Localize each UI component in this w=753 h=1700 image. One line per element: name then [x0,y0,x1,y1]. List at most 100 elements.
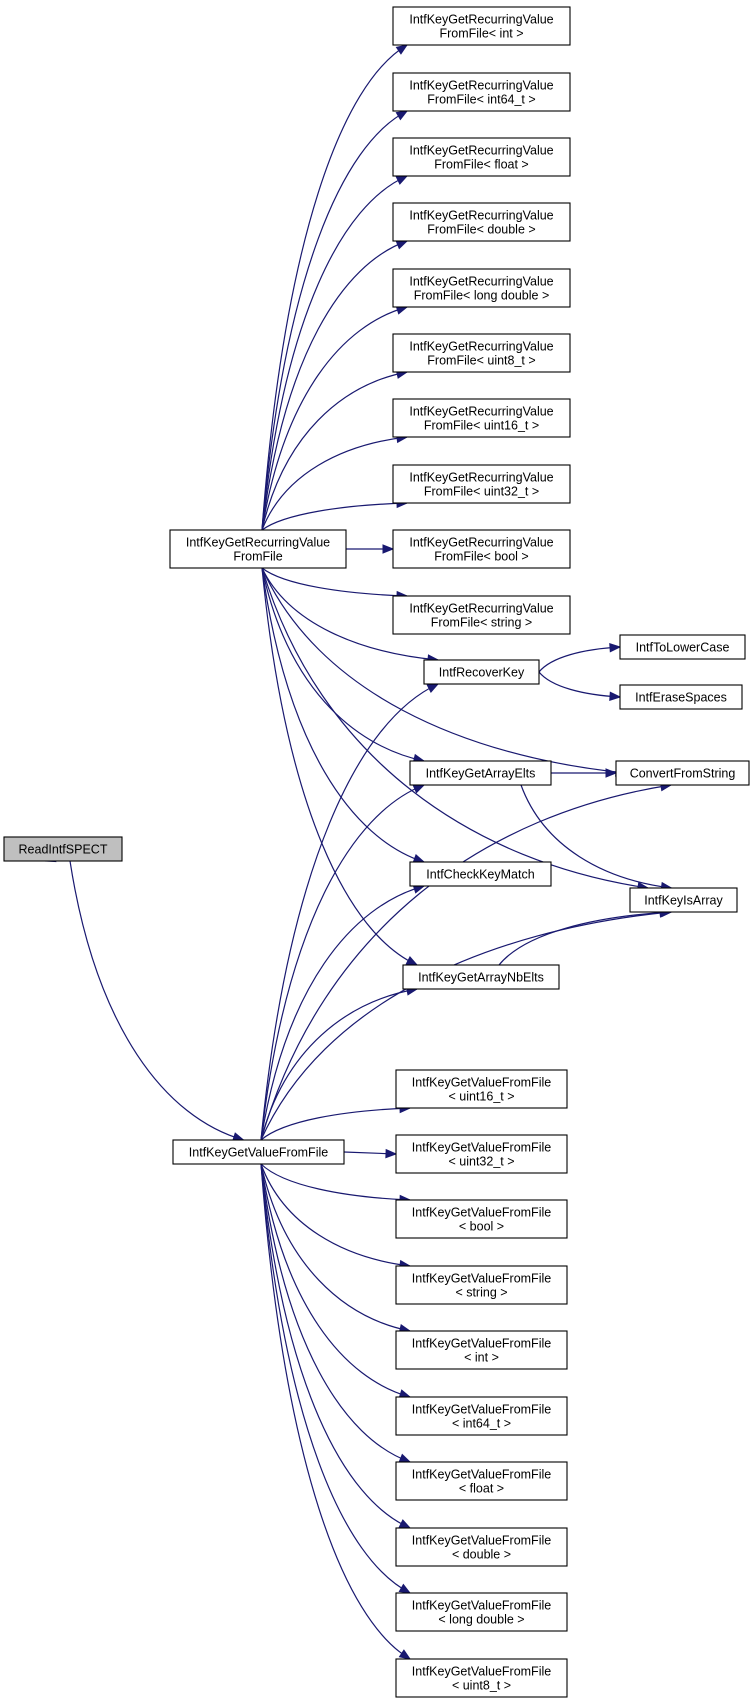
node-label: IntfKeyGetValueFromFile [412,1534,551,1548]
node-label: IntfKeyIsArray [644,894,723,908]
node-box[interactable] [392,333,571,373]
node-box[interactable] [395,1527,568,1567]
edge-line [498,911,672,966]
node-box[interactable] [172,1139,345,1165]
node-box[interactable] [395,1265,568,1305]
node-box[interactable] [423,659,540,685]
node-intfkeygetvaluefromfile-uint16-t[interactable]: IntfKeyGetValueFromFile< uint16_t > [395,1069,568,1109]
node-intfkeygetarrayelts[interactable]: IntfKeyGetArrayElts [409,760,552,786]
node-box[interactable] [395,1199,568,1239]
node-box[interactable] [392,202,571,242]
node-intftolowercase[interactable]: IntfToLowerCase [619,634,746,660]
node-box[interactable] [629,887,738,913]
node-box[interactable] [395,1069,568,1109]
node-label: IntfKeyGetRecurringValue [409,13,553,27]
node-convertfromstring[interactable]: ConvertFromString [615,760,750,786]
node-box[interactable] [395,1592,568,1632]
node-label: < int > [464,1351,499,1365]
node-label: IntfKeyGetValueFromFile [412,1337,551,1351]
node-label: IntfKeyGetArrayElts [426,767,536,781]
node-intfkeygetvaluefromfile-int[interactable]: IntfKeyGetValueFromFile< int > [395,1330,568,1370]
node-box[interactable] [3,836,123,862]
node-label: FromFile< uint16_t > [424,419,539,433]
node-intfkeygetvaluefromfile-uint8-t[interactable]: IntfKeyGetValueFromFile< uint8_t > [395,1658,568,1698]
node-box[interactable] [392,137,571,177]
node-box[interactable] [395,1396,568,1436]
node-label: IntfKeyGetRecurringValue [409,209,553,223]
edge-intfkeygetvaluefromfile-to-intfkeygetvaluefromfile-float [260,1163,412,1463]
node-intfkeygetvaluefromfile-long-double[interactable]: IntfKeyGetValueFromFile< long double > [395,1592,568,1632]
node-box[interactable] [615,760,750,786]
arrow-head [609,691,622,701]
node-label: FromFile< long double > [414,289,550,303]
node-intfkeygetvaluefromfile-string[interactable]: IntfKeyGetValueFromFile< string > [395,1265,568,1305]
node-box[interactable] [169,529,347,569]
edge-line [260,1163,411,1332]
node-box[interactable] [619,634,746,660]
node-intfkeygetvaluefromfile-uint32-t[interactable]: IntfKeyGetValueFromFile< uint32_t > [395,1134,568,1174]
edge-intfkeygetvaluefromfile-to-intfkeygetvaluefromfile-uint16-t [260,1103,412,1141]
node-intfrecoverkey[interactable]: IntfRecoverKey [423,659,540,685]
node-box[interactable] [392,268,571,308]
edge-line [261,567,627,774]
node-label: < uint32_t > [448,1155,514,1169]
node-label: IntfKeyGetRecurringValue [409,471,553,485]
edge-line [538,671,621,698]
node-box[interactable] [395,1658,568,1698]
node-label: < uint8_t > [452,1679,511,1693]
arrow-head [385,1148,398,1159]
edge-intfkeygetarrayelts-to-convertfromstring [551,768,618,778]
node-box[interactable] [395,1461,568,1501]
node-intfkeygetvaluefromfile-bool[interactable]: IntfKeyGetValueFromFile< bool > [395,1199,568,1239]
node-label: IntfKeyGetRecurringValue [409,536,553,550]
node-box[interactable] [409,760,552,786]
edge-intfkeygetrecurringvalue-fromfile-to-intfkeygetrecurringvalue-fromfile-uint16-t [261,433,409,531]
edge-line [260,1107,411,1141]
node-box[interactable] [392,72,571,112]
node-intfkeygetvaluefromfile-double[interactable]: IntfKeyGetValueFromFile< double > [395,1527,568,1567]
edge-line [261,371,408,531]
edge-line [538,646,621,673]
node-box[interactable] [402,964,560,990]
node-intfkeygetvaluefromfile-float[interactable]: IntfKeyGetValueFromFile< float > [395,1461,568,1501]
node-box[interactable] [392,6,571,46]
node-box[interactable] [392,398,571,438]
node-label: IntfKeyGetArrayNbElts [418,971,544,985]
node-box[interactable] [392,595,571,635]
node-intfkeygetarraynbelts[interactable]: IntfKeyGetArrayNbElts [402,964,560,990]
node-readintfspect[interactable]: ReadIntfSPECT [3,836,123,862]
node-intfkeyisarray[interactable]: IntfKeyIsArray [629,887,738,913]
edge-intfkeygetvaluefromfile-to-intfkeygetvaluefromfile-long-double [260,1163,412,1594]
node-box[interactable] [392,529,571,569]
node-box[interactable] [619,684,743,710]
node-box[interactable] [392,464,571,504]
node-label: FromFile< bool > [434,550,528,564]
node-box[interactable] [395,1134,568,1174]
node-intfkeygetvaluefromfile-int64-t[interactable]: IntfKeyGetValueFromFile< int64_t > [395,1396,568,1436]
node-intferasespaces[interactable]: IntfEraseSpaces [619,684,743,710]
node-box[interactable] [409,861,552,887]
edge-line [69,860,244,1141]
edge-line [260,1163,411,1267]
edge-intfkeygetrecurringvalue-fromfile-to-intfkeygetrecurringvalue-fromfile-string [261,567,409,601]
node-intfkeygetvaluefromfile[interactable]: IntfKeyGetValueFromFile [172,1139,345,1165]
node-label: IntfKeyGetRecurringValue [409,79,553,93]
edge-line [261,110,408,531]
node-box[interactable] [395,1330,568,1370]
node-label: IntfKeyGetValueFromFile [189,1146,328,1160]
node-label: IntfKeyGetValueFromFile [412,1206,551,1220]
node-intfcheckkeymatch[interactable]: IntfCheckKeyMatch [409,861,552,887]
node-label: IntfCheckKeyMatch [426,868,534,882]
edge-line [260,1163,411,1660]
